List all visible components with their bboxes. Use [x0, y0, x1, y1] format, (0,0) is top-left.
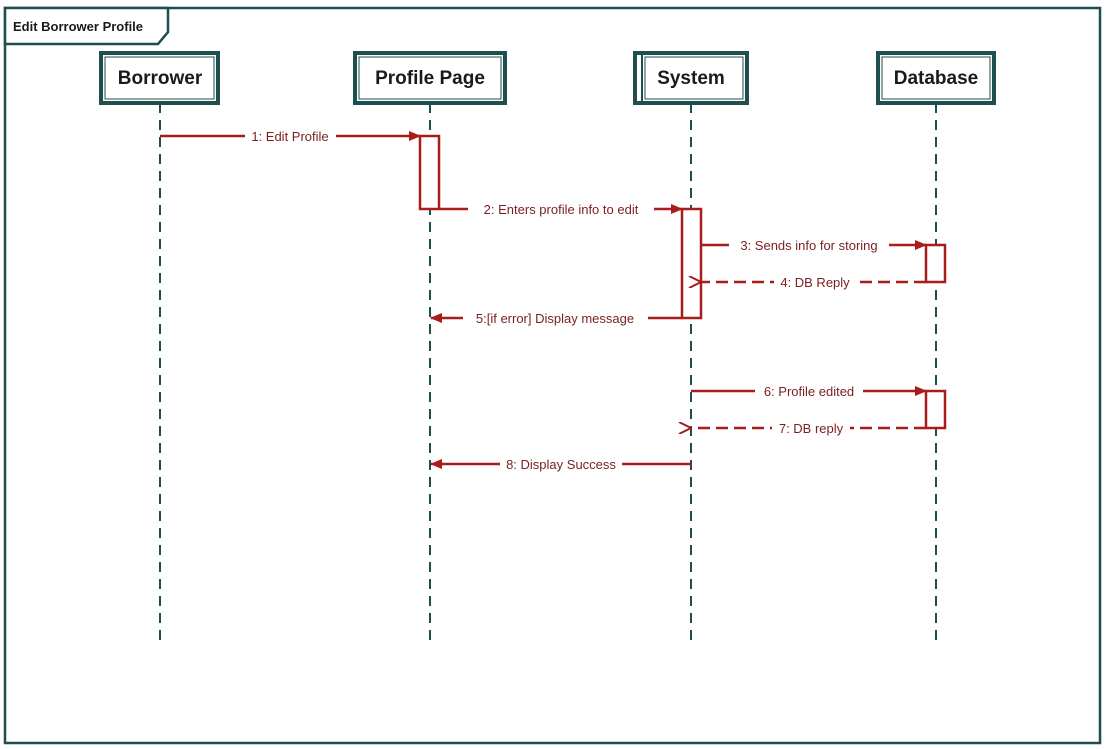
message-4-label: 4: DB Reply — [780, 275, 850, 290]
actor-system: System — [633, 51, 749, 105]
message-7-label: 7: DB reply — [779, 421, 844, 436]
message-5: 5:[if error] Display message — [430, 310, 682, 326]
message-8-label: 8: Display Success — [506, 457, 616, 472]
actor-system-label: System — [657, 68, 725, 89]
message-1: 1: Edit Profile — [160, 128, 421, 144]
message-7: 7: DB reply — [691, 420, 926, 436]
frame-title: Edit Borrower Profile — [13, 19, 143, 34]
message-4: 4: DB Reply — [701, 274, 926, 290]
frame-title-tab: Edit Borrower Profile — [3, 6, 170, 46]
message-5-label: 5:[if error] Display message — [476, 311, 634, 326]
activation-system — [680, 207, 703, 320]
message-3-label: 3: Sends info for storing — [740, 238, 877, 253]
actor-database: Database — [876, 51, 996, 105]
actor-borrower: Borrower — [99, 51, 220, 105]
message-1-label: 1: Edit Profile — [251, 129, 328, 144]
message-3: 3: Sends info for storing — [701, 237, 927, 253]
actor-database-label: Database — [894, 68, 979, 89]
message-8: 8: Display Success — [430, 456, 691, 472]
activation-database-2 — [924, 389, 947, 430]
diagram-frame — [3, 6, 1102, 745]
message-6: 6: Profile edited — [691, 383, 927, 399]
activation-profile-page — [418, 134, 441, 211]
message-2-label: 2: Enters profile info to edit — [484, 202, 639, 217]
message-2: 2: Enters profile info to edit — [439, 201, 683, 217]
actor-profile-page-label: Profile Page — [375, 68, 485, 89]
actor-profile-page: Profile Page — [353, 51, 507, 105]
message-6-label: 6: Profile edited — [764, 384, 854, 399]
actor-borrower-label: Borrower — [118, 68, 203, 89]
activation-database-1 — [924, 243, 947, 284]
